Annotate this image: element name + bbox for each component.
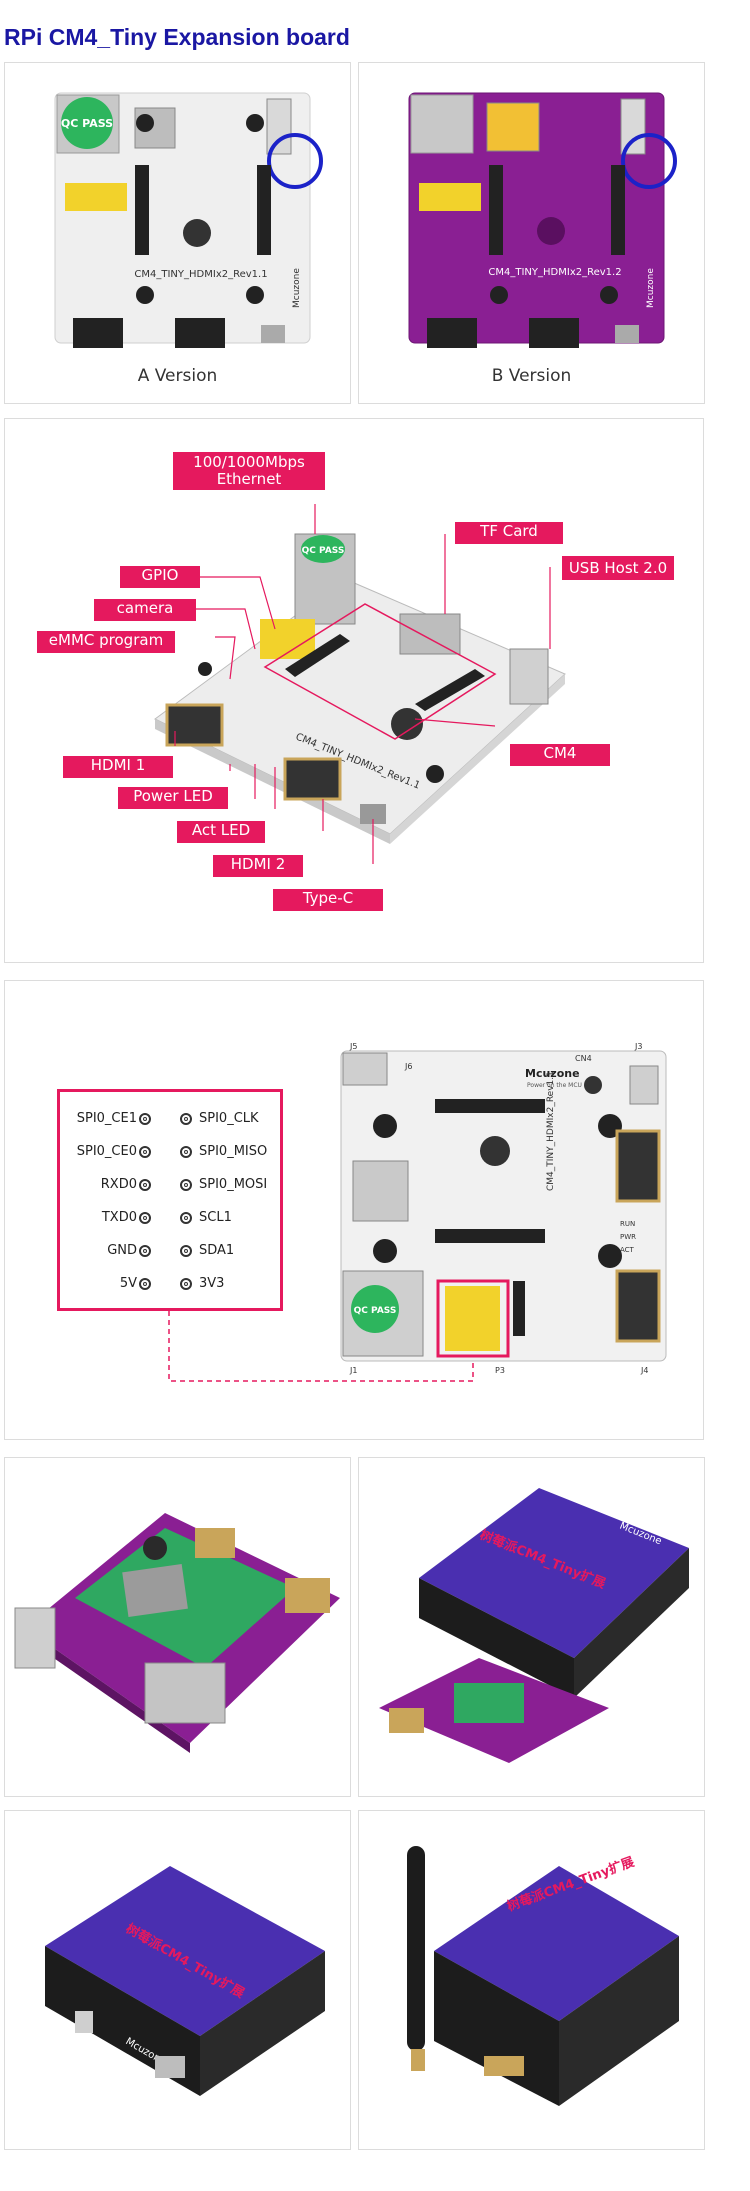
silk-pwr: PWR [620, 1233, 636, 1241]
qc-text: QC PASS [61, 117, 113, 130]
silk-cn4: CN4 [575, 1054, 592, 1063]
version-a-caption: A Version [137, 366, 218, 386]
version-a-board-image: QC PASS CM4_TINY_HDMIx2_Rev1.1 Mcuzone [54, 92, 323, 348]
brand-label: Mcuzone [292, 268, 302, 308]
tag-cm4: CM4 [510, 744, 610, 766]
pin-label-left: SPI0_CE1 [76, 1111, 137, 1126]
silk-j5: J5 [349, 1042, 357, 1051]
photo-enclosure-front: 树莓派CM4_Tiny扩展 Mcuzone [45, 1866, 325, 2096]
board-silk-label: CM4_TINY_HDMIx2_Rev1.2 [488, 267, 621, 278]
pin-label-right: 3V3 [199, 1276, 225, 1291]
pin-pad-icon [180, 1179, 192, 1191]
qc-text: QC PASS [302, 546, 345, 556]
pinout-panel [57, 1089, 283, 1311]
highlight-circle [621, 133, 677, 189]
pin-label-left: TXD0 [101, 1210, 137, 1225]
version-b-card: CM4_TINY_HDMIx2_Rev1.2 Mcuzone B Version [358, 62, 705, 404]
pin-pad-icon [180, 1113, 192, 1125]
photo-enclosure-antenna: 树莓派CM4_Tiny扩展 Mcuzone [407, 1846, 679, 2106]
tag-tf-card: TF Card [455, 522, 563, 544]
version-b-board-image: CM4_TINY_HDMIx2_Rev1.2 Mcuzone [408, 92, 677, 348]
feature-diagram-card: QC PASS CM4_TINY_HDMIx2_Rev1.1 [4, 418, 704, 963]
tag-act-led: Act LED [177, 821, 265, 843]
tag-emmc: eMMC program [37, 631, 175, 653]
silk-j1: J1 [349, 1366, 357, 1375]
version-a-card: QC PASS CM4_TINY_HDMIx2_Rev1.1 Mcuzone A… [4, 62, 351, 404]
board-silk-label: CM4_TINY_HDMIx2_Rev1.1 [134, 269, 267, 280]
page-title: RPi CM4_Tiny Expansion board [4, 24, 350, 50]
pin-label-right: SPI0_MOSI [199, 1177, 268, 1192]
pin-pad-icon [139, 1113, 151, 1125]
feature-board-image: QC PASS CM4_TINY_HDMIx2_Rev1.1 [154, 504, 566, 864]
photo-card-enclosure-board: 树莓派CM4_Tiny扩展 Mcuzone [358, 1457, 705, 1797]
tag-usb-host: USB Host 2.0 [562, 556, 674, 580]
tag-ethernet: 100/1000Mbps Ethernet [173, 452, 325, 490]
pin-pad-icon [139, 1278, 151, 1290]
pin-label-right: SPI0_CLK [199, 1111, 259, 1126]
photo-enclosure-with-board: 树莓派CM4_Tiny扩展 Mcuzone [379, 1488, 689, 1763]
tag-hdmi2: HDMI 2 [213, 855, 303, 877]
silk-run: RUN [620, 1220, 635, 1228]
pin-label-left: RXD0 [100, 1177, 137, 1192]
highlight-circle [267, 133, 323, 189]
photo-card-enclosure-front: 树莓派CM4_Tiny扩展 Mcuzone [4, 1810, 351, 2150]
tag-camera: camera [94, 599, 196, 621]
pinout-board-image: J5 J6 CN4 J3 Mcuzone Power on the MCU CM… [168, 1042, 667, 1382]
pin-label-left: 5V [119, 1276, 137, 1291]
silk-j3: J3 [634, 1042, 642, 1051]
pin-pad-icon [180, 1146, 192, 1158]
pin-label-left: SPI0_CE0 [76, 1144, 137, 1159]
tag-hdmi1: HDMI 1 [63, 756, 173, 778]
pin-pad-icon [180, 1212, 192, 1224]
qc-pass-sticker [61, 97, 113, 149]
pin-pad-icon [139, 1179, 151, 1191]
photo-card-enclosure-antenna: 树莓派CM4_Tiny扩展 Mcuzone [358, 1810, 705, 2150]
qc-text: QC PASS [354, 1306, 397, 1316]
pin-label-right: SCL1 [199, 1210, 232, 1225]
pin-pad-icon [139, 1245, 151, 1257]
silk-j6: J6 [404, 1062, 412, 1071]
pin-pad-icon [139, 1146, 151, 1158]
pin-label-right: SDA1 [199, 1243, 235, 1258]
pin-label-left: GND [107, 1243, 137, 1258]
pin-pad-icon [139, 1212, 151, 1224]
brand-subtitle: Power on the MCU [527, 1082, 582, 1089]
silk-p3: P3 [495, 1366, 505, 1375]
photo-card-board-cm4 [4, 1457, 351, 1797]
tag-power-led: Power LED [118, 787, 228, 809]
silk-j4: J4 [640, 1366, 648, 1375]
pin-pad-icon [180, 1278, 192, 1290]
pin-label-right: SPI0_MISO [199, 1144, 268, 1159]
brand-label: Mcuzone [646, 268, 656, 308]
board-silk-label: CM4_TINY_HDMIx2_Rev1.1 [546, 1071, 556, 1191]
tag-gpio: GPIO [120, 566, 200, 588]
gpio-pinout-card: SPI0_CE1 SPI0_CLK SPI0_CE0 SPI0_MISO RXD… [4, 980, 704, 1440]
brand-label: Mcuzone [525, 1067, 580, 1080]
tag-typec: Type-C [273, 889, 383, 911]
version-b-caption: B Version [491, 366, 572, 386]
silk-act: ACT [620, 1246, 635, 1254]
pin-pad-icon [180, 1245, 192, 1257]
photo-purple-board-with-cm4 [14, 1513, 340, 1753]
